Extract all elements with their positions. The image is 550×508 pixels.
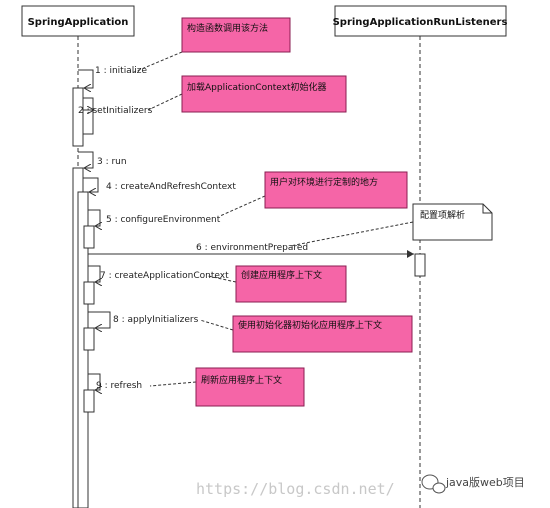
note-text: 构造函数调用该方法 xyxy=(187,22,268,34)
message-label: 4 : createAndRefreshContext xyxy=(106,182,236,192)
message-label: 9 : refresh xyxy=(96,381,142,391)
note-text: 配置项解析 xyxy=(420,209,465,221)
activation-bar xyxy=(72,87,84,147)
activation-bar xyxy=(83,389,95,413)
wechat-icon xyxy=(421,474,446,494)
note-text: 加载ApplicationContext初始化器 xyxy=(187,81,327,93)
message-label: 8 : applyInitializers xyxy=(113,315,199,325)
participant-label-right: SpringApplicationRunListeners xyxy=(333,17,508,28)
participant-run-listeners: SpringApplicationRunListeners xyxy=(333,5,508,37)
note-text: 使用初始化器初始化应用程序上下文 xyxy=(238,319,382,331)
message-arrow xyxy=(88,373,100,390)
watermark-url: https://blog.csdn.net/ xyxy=(196,480,395,498)
message-label: 1 : initialize xyxy=(95,66,147,76)
note-connectors xyxy=(131,51,414,387)
note-config-parse: 配置项解析 xyxy=(412,203,493,241)
message-arrow xyxy=(88,265,100,282)
participant-label-left: SpringApplication xyxy=(28,17,129,28)
message-arrow xyxy=(78,151,94,168)
message-arrow xyxy=(88,311,111,328)
note-initializers: 加载ApplicationContext初始化器 xyxy=(181,75,347,113)
message-label: 7 : createApplicationContext xyxy=(100,271,229,281)
note-apply-initializers: 使用初始化器初始化应用程序上下文 xyxy=(232,315,413,353)
note-create-context: 创建应用程序上下文 xyxy=(235,265,347,303)
participant-spring-application: SpringApplication xyxy=(21,5,135,37)
note-text: 刷新应用程序上下文 xyxy=(201,374,282,386)
activation-bar xyxy=(83,225,95,249)
note-text: 创建应用程序上下文 xyxy=(241,269,322,281)
note-text: 用户对环境进行定制的地方 xyxy=(270,176,378,188)
note-environment: 用户对环境进行定制的地方 xyxy=(264,171,408,209)
message-arrow xyxy=(83,97,94,110)
message-label: 6 : environmentPrepared xyxy=(196,243,308,253)
message-arrow xyxy=(88,209,100,226)
message-label: 2 : setInitializers xyxy=(78,106,153,116)
activation-bar xyxy=(414,253,426,277)
activation-bar xyxy=(83,327,95,351)
watermark-brand: java版web项目 xyxy=(445,475,525,489)
message-label: 3 : run xyxy=(97,157,127,167)
activation-bar xyxy=(83,281,95,305)
note-refresh: 刷新应用程序上下文 xyxy=(195,367,305,407)
message-arrow xyxy=(78,69,94,88)
message-arrow xyxy=(83,177,99,192)
note-constructor: 构造函数调用该方法 xyxy=(181,17,291,53)
message-label: 5 : configureEnvironment xyxy=(106,215,221,225)
